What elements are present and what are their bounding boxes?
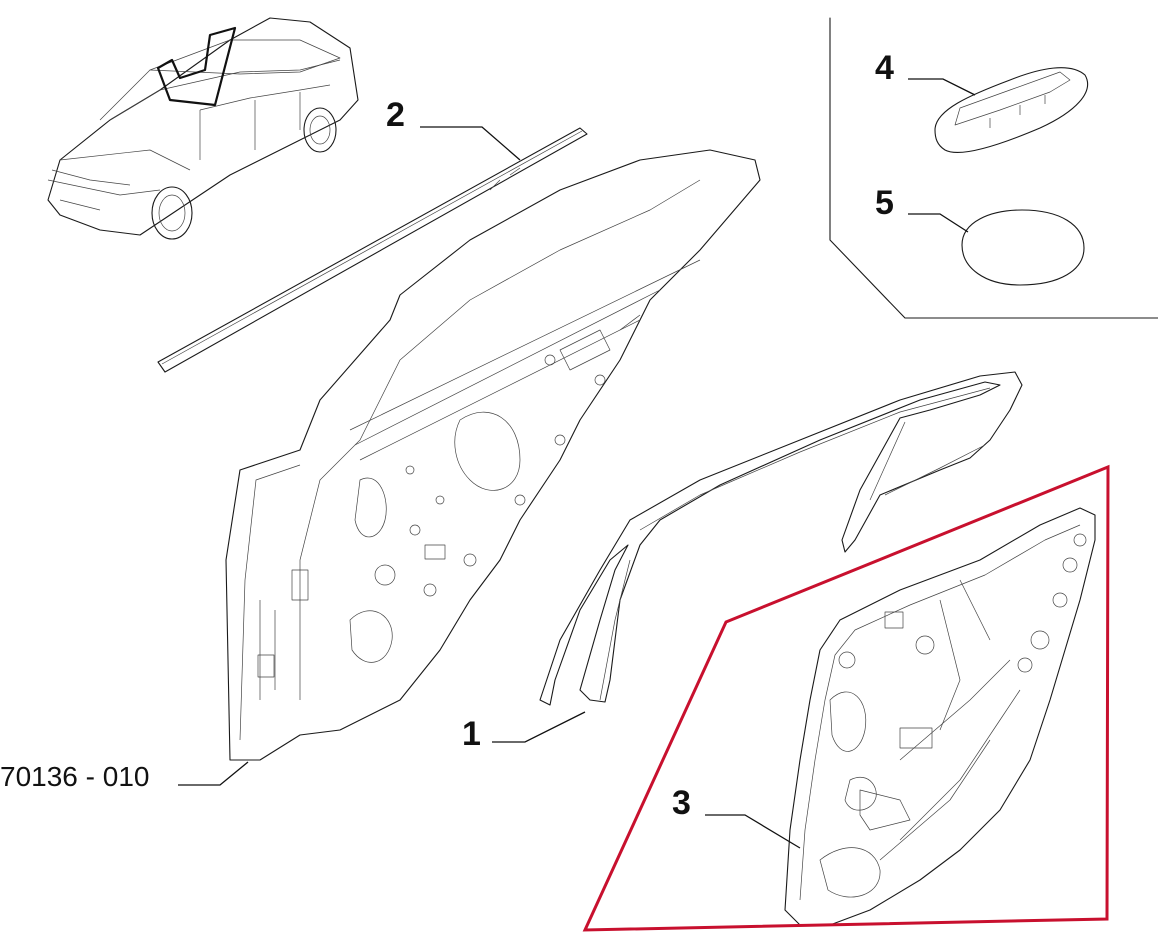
part-4-pad	[934, 67, 1089, 153]
part-1-window-channel	[539, 371, 1023, 706]
callout-1: 1	[462, 715, 481, 753]
part-2-weatherstrip	[157, 127, 588, 373]
highlight-frame	[582, 464, 1110, 932]
part-5-seal	[961, 209, 1085, 286]
door-shell	[225, 149, 761, 761]
leader-1	[492, 711, 586, 743]
leader-2	[420, 126, 521, 161]
leader-partno	[178, 761, 249, 786]
leader-3	[705, 814, 801, 849]
callout-5: 5	[875, 184, 894, 222]
part-3-door-module	[784, 507, 1096, 926]
car-icon	[47, 17, 359, 240]
leader-5	[908, 213, 969, 233]
callout-4: 4	[875, 49, 894, 87]
leader-4	[908, 78, 976, 96]
part-number-label: 70136 - 010	[0, 761, 149, 792]
callout-2: 2	[386, 96, 405, 134]
inset-frame	[829, 17, 1158, 319]
callout-3: 3	[672, 784, 691, 822]
